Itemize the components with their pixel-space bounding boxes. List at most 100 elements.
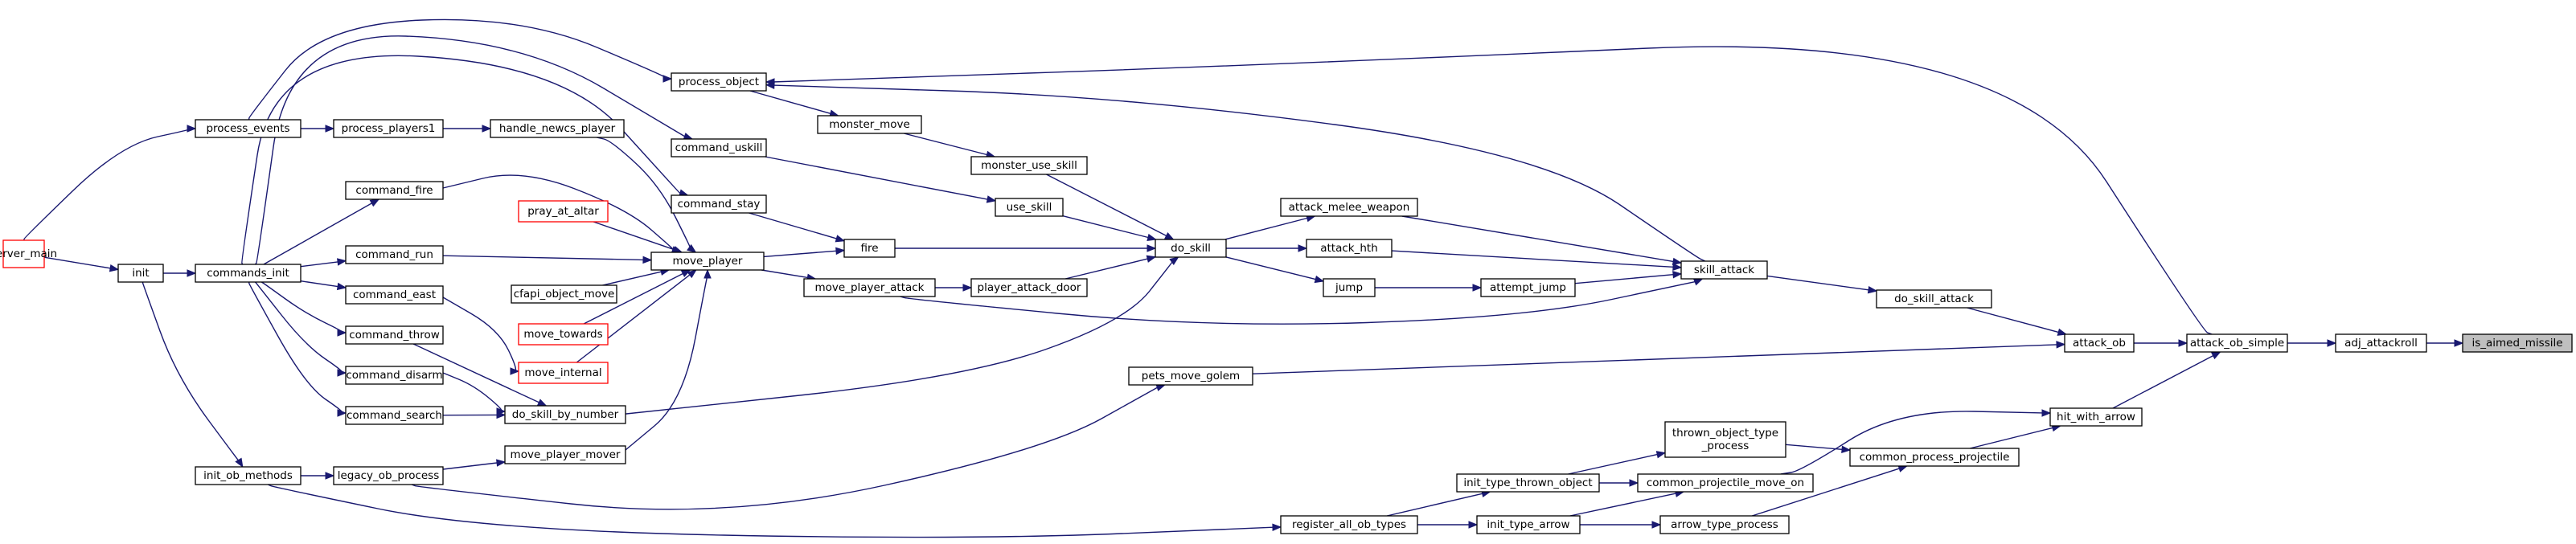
node-skill-attack[interactable]: skill_attack [1680, 260, 1768, 280]
arrowhead-command_run-to-move_player [642, 256, 653, 264]
node-use-skill[interactable]: use_skill [995, 198, 1064, 217]
node-init[interactable]: init [117, 264, 164, 283]
node-box [511, 284, 617, 304]
node-attack-hth[interactable]: attack_hth [1306, 239, 1393, 258]
arrowhead-move_internal-to-move_player [687, 269, 697, 279]
node-move-player-mover[interactable]: move_player_mover [504, 445, 626, 464]
arrowhead-attack_ob-to-attack_ob_simple [2178, 339, 2188, 347]
node-pets-move-golem[interactable]: pets_move_golem [1128, 366, 1253, 386]
node-box [1659, 515, 1790, 534]
edge-register_all_ob_types-to-init_type_thrown_object [1386, 493, 1483, 517]
node-init-type-thrown-object[interactable]: init_type_thrown_object [1456, 473, 1600, 493]
node-box [1849, 448, 2020, 467]
node-label: command_throw [349, 329, 440, 342]
arrowhead-move_player-to-fire [835, 247, 846, 256]
node-monster-move[interactable]: monster_move [817, 115, 922, 134]
edge-commands_init-to-command_stay [241, 55, 681, 265]
node-box [970, 156, 1088, 175]
edge-common_projectile_move_on-to-hit_with_arrow [1780, 411, 2047, 475]
node-arrow-type-process[interactable]: arrow_type_process [1659, 515, 1790, 534]
node-cfapi-object-move[interactable]: cfapi_object_move [511, 284, 617, 304]
node-move-towards[interactable]: move_towards [518, 323, 609, 346]
node-commands-init[interactable]: commands_init [195, 264, 301, 283]
node-label: pray_at_altar [527, 205, 599, 218]
node-label: arrow_type_process [1671, 518, 1778, 531]
node-box [1664, 421, 1786, 458]
node-label: process_object [679, 76, 759, 88]
arrowhead-monster_use_skill-to-do_skill [1164, 232, 1175, 240]
node-label: attack_melee_weapon [1289, 201, 1410, 214]
node-do-skill[interactable]: do_skill [1155, 239, 1227, 258]
node-init-ob-methods[interactable]: init_ob_methods [195, 466, 301, 485]
edge-move_player-to-move_player_attack [761, 269, 808, 279]
arrowhead-adj_attackroll-to-is_aimed_missile [2454, 339, 2464, 347]
edge-move_player_mover-to-move_player [625, 275, 708, 451]
node-handle-newcs-player[interactable]: handle_newcs_player [490, 119, 625, 138]
node-command-fire[interactable]: command_fire [345, 181, 444, 200]
node-box [1280, 198, 1418, 217]
node-adj-attackroll[interactable]: adj_attackroll [2335, 333, 2427, 353]
node-is-aimed-missile[interactable]: is_aimed_missile [2462, 333, 2573, 353]
node-box [117, 264, 164, 283]
edge-do_skill-to-attack_melee_weapon [1224, 217, 1307, 240]
node-command-uskill[interactable]: command_uskill [671, 138, 767, 157]
node-server-main[interactable]: server_main [0, 239, 57, 268]
node-label: command_uskill [675, 141, 763, 154]
arrowhead-server_main-to-process_events [187, 125, 197, 133]
node-label: register_all_ob_types [1292, 518, 1406, 531]
edge-command_east-to-move_internal [442, 297, 517, 372]
node-attack-melee-weapon[interactable]: attack_melee_weapon [1280, 198, 1418, 217]
node-process-players1[interactable]: process_players1 [333, 119, 444, 138]
node-command-search[interactable]: command_search [345, 406, 444, 425]
node-attack-ob[interactable]: attack_ob [2064, 333, 2135, 353]
node-label: is_aimed_missile [2471, 337, 2562, 350]
arrowhead-move_player_attack-to-skill_attack [1692, 278, 1704, 286]
edge-attack_hth-to-skill_attack [1391, 250, 1674, 268]
node-box [803, 278, 936, 297]
node-label: init_type_thrown_object [1463, 477, 1592, 489]
node-player-attack-door[interactable]: player_attack_door [970, 278, 1088, 297]
node-label: command_east [353, 288, 436, 301]
node-box [518, 200, 609, 223]
node-do-skill-attack[interactable]: do_skill_attack [1876, 289, 1992, 309]
node-box [195, 119, 301, 138]
arrowhead-do_skill_by_number-to-do_skill [1169, 256, 1179, 265]
arrowhead-commands_init-to-command_disarm [337, 369, 347, 377]
node-command-stay[interactable]: command_stay [671, 194, 767, 214]
node-jump[interactable]: jump [1323, 278, 1376, 297]
node-command-run[interactable]: command_run [345, 245, 444, 264]
arrowhead-jump-to-attempt_jump [1472, 284, 1483, 292]
node-attack-ob-simple[interactable]: attack_ob_simple [2186, 333, 2288, 353]
arrowhead-command_search-to-do_skill_by_number [496, 411, 507, 419]
node-command-disarm[interactable]: command_disarm [345, 366, 444, 385]
arrowhead-commands_init-to-command_search [337, 409, 347, 417]
node-command-throw[interactable]: command_throw [345, 325, 444, 345]
node-move-player-attack[interactable]: move_player_attack [803, 278, 936, 297]
edges-layer [23, 18, 2464, 538]
node-command-east[interactable]: command_east [345, 285, 444, 305]
node-do-skill-by-number[interactable]: do_skill_by_number [504, 405, 626, 424]
node-monster-use-skill[interactable]: monster_use_skill [970, 156, 1088, 175]
node-fire[interactable]: fire [843, 239, 896, 258]
node-register-all-ob-types[interactable]: register_all_ob_types [1280, 515, 1418, 534]
node-label: common_process_projectile [1860, 451, 2010, 464]
node-hit-with-arrow[interactable]: hit_with_arrow [2049, 407, 2143, 427]
edge-common_process_projectile-to-hit_with_arrow [1970, 427, 2053, 449]
edge-skill_attack-to-process_object [772, 84, 1706, 262]
node-box [345, 285, 444, 305]
node-process-events[interactable]: process_events [195, 119, 301, 138]
edge-hit_with_arrow-to-attack_ob_simple [2112, 354, 2214, 409]
node-common-projectile-move-on[interactable]: common_projectile_move_on [1637, 473, 1814, 493]
edge-process_events-to-process_object [248, 18, 668, 121]
node-common-process-projectile[interactable]: common_process_projectile [1849, 448, 2020, 467]
node-thrown-object-type-process[interactable]: thrown_object_type_process [1664, 421, 1786, 458]
node-init-type-arrow[interactable]: init_type_arrow [1476, 515, 1581, 534]
node-pray-at-altar[interactable]: pray_at_altar [518, 200, 609, 223]
node-legacy-ob-process[interactable]: legacy_ob_process [333, 466, 444, 485]
node-attempt-jump[interactable]: attempt_jump [1480, 278, 1576, 297]
arrowhead-commands_init-to-command_fire [369, 198, 380, 207]
node-process-object[interactable]: process_object [671, 72, 767, 92]
node-move-internal[interactable]: move_internal [518, 362, 609, 384]
node-move-player[interactable]: move_player [650, 252, 765, 271]
